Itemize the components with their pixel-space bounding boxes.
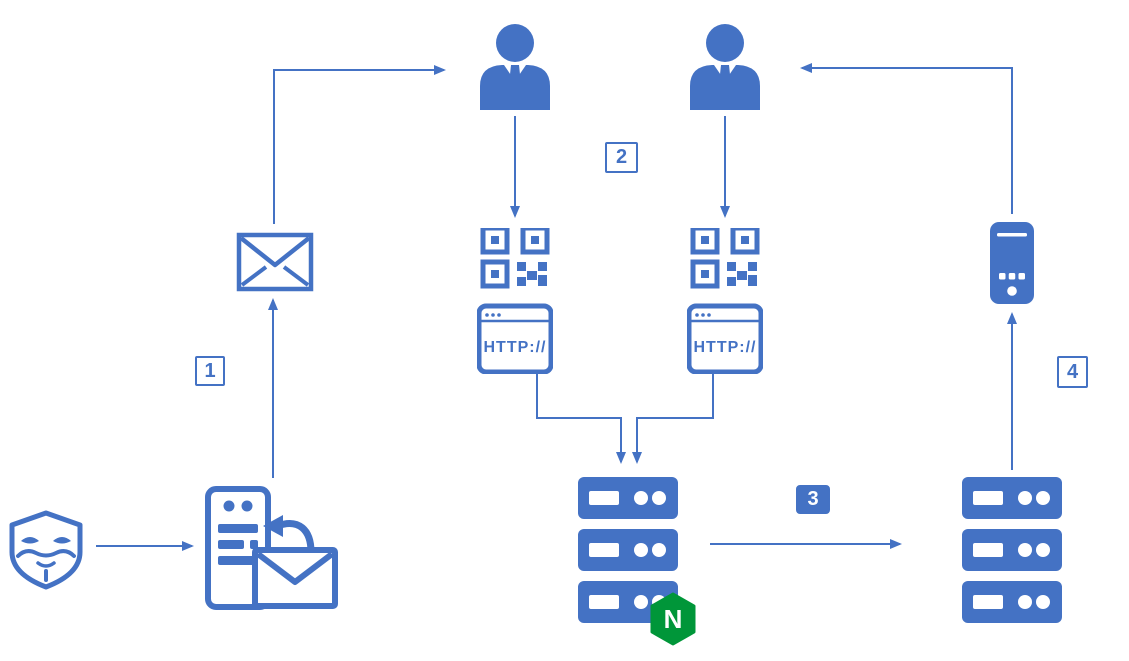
user-left-node	[475, 24, 555, 110]
person-icon	[480, 24, 550, 110]
step-4-label: 4	[1057, 356, 1088, 388]
smartphone-icon	[990, 222, 1034, 304]
person-icon	[690, 24, 760, 110]
server-stack-icon	[962, 477, 1062, 623]
http-label: HTTP://	[694, 339, 757, 356]
connector-phone-to-user-right	[800, 63, 1013, 214]
qr-code-http-browser-icon: HTTP://	[687, 228, 763, 374]
step-3-label: 3	[796, 485, 830, 514]
step-2-label: 2	[605, 142, 638, 173]
connector-qr-right-to-nginx	[632, 374, 714, 464]
nginx-server-node	[578, 477, 678, 623]
qr-browser-left-node: HTTP://	[477, 228, 553, 374]
qr-code-http-browser-icon: HTTP://	[477, 228, 553, 374]
server-stack-icon	[578, 477, 678, 623]
step-1-label: 1	[195, 356, 225, 386]
connector-email-to-user-left	[273, 65, 446, 224]
anonymous-mask-shield-icon	[9, 510, 83, 590]
smartphone-node	[988, 220, 1036, 306]
envelope-icon	[236, 232, 314, 292]
email-node	[236, 232, 314, 292]
mail-server-envelope-icon	[205, 486, 338, 610]
qr-browser-right-node: HTTP://	[687, 228, 763, 374]
attacker-node	[8, 510, 84, 590]
user-right-node	[685, 24, 765, 110]
connector-qr-left-to-nginx	[536, 374, 626, 464]
http-label: HTTP://	[484, 339, 547, 356]
mail-server-node	[203, 486, 338, 618]
nginx-letter: N	[664, 604, 683, 634]
backend-server-node	[962, 477, 1062, 623]
nginx-badge: N	[650, 592, 696, 646]
nginx-logo-icon: N	[650, 592, 696, 646]
